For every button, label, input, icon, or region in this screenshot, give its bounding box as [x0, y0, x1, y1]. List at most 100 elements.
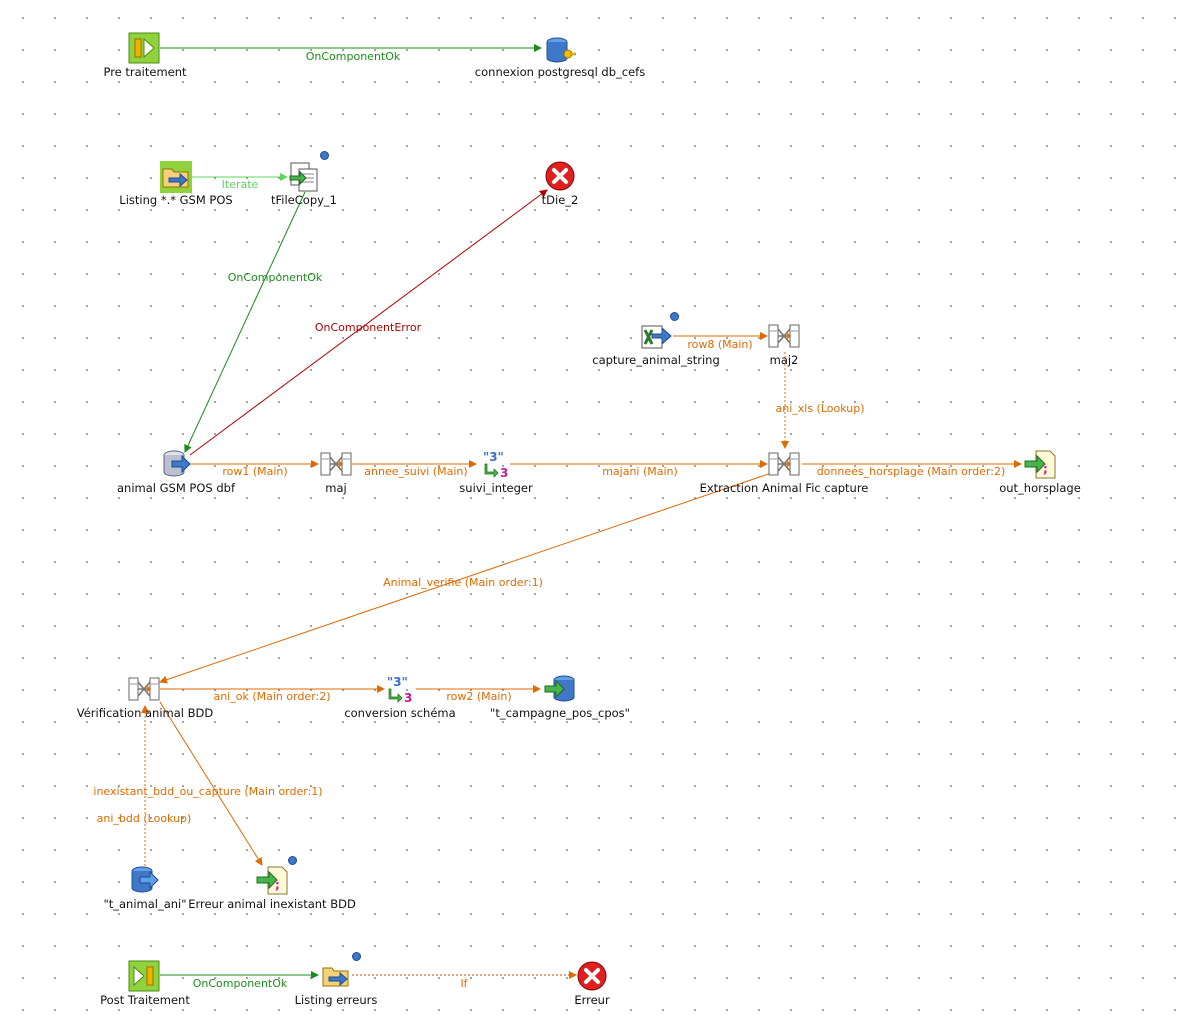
component-capture-animal[interactable] — [636, 312, 679, 356]
link-row2[interactable]: row2 (Main) — [416, 685, 541, 703]
link-annee-suivi[interactable]: annee_suivi (Main) — [352, 460, 477, 478]
component-label[interactable]: Listing *.* GSM POS — [119, 193, 233, 207]
component-t-animal-ani[interactable] — [124, 860, 164, 900]
info-badge-icon — [670, 312, 679, 321]
component-label[interactable]: tDie_2 — [541, 193, 579, 207]
component-listing-gsm[interactable] — [156, 157, 196, 197]
db-input-icon[interactable] — [128, 864, 160, 896]
component-label[interactable]: capture_animal_string — [592, 353, 720, 367]
svg-text:;: ; — [275, 878, 280, 892]
link-majani[interactable]: majani (Main) — [510, 460, 768, 478]
component-out-horsplage[interactable]: ; — [1020, 444, 1060, 484]
component-erreur[interactable] — [572, 956, 612, 996]
link-ani-xls[interactable]: ani_xls (Lookup) — [775, 352, 865, 449]
link-label-row2: row2 (Main) — [446, 690, 511, 703]
link-copy-ok[interactable]: OnComponentOk — [184, 191, 323, 453]
file-output-icon[interactable]: ; — [1024, 448, 1056, 480]
link-label-row1: row1 (Main) — [222, 465, 287, 478]
link-label-iterate: Iterate — [222, 178, 259, 191]
link-label-ani-xls: ani_xls (Lookup) — [775, 402, 864, 415]
info-badge-icon — [320, 151, 329, 160]
link-row8[interactable]: row8 (Main) — [673, 332, 768, 351]
file-output-icon[interactable]: ; — [256, 864, 288, 896]
file-copy-icon[interactable] — [288, 161, 320, 193]
db-output-icon[interactable] — [544, 673, 576, 705]
component-label[interactable]: animal GSM POS dbf — [116, 481, 236, 495]
link-label-pre-ok: OnComponentOk — [306, 50, 401, 63]
component-listing-erreurs[interactable] — [316, 952, 361, 996]
link-label-dbf-error: OnComponentError — [315, 321, 422, 334]
component-pre-traitement[interactable] — [124, 28, 164, 68]
file-list-icon[interactable] — [160, 161, 192, 193]
component-label[interactable]: Vérification animal BDD — [76, 706, 214, 720]
link-label-if: If — [460, 977, 468, 990]
component-t-campagne[interactable] — [540, 669, 580, 709]
svg-text:3: 3 — [404, 691, 412, 705]
svg-text:;: ; — [1043, 462, 1048, 476]
link-ani-bdd[interactable]: ani_bdd (Lookup) — [97, 705, 192, 866]
svg-text:"3": "3" — [483, 450, 504, 464]
link-listing-iterate[interactable]: Iterate — [192, 173, 288, 191]
info-badge-icon — [352, 952, 361, 961]
postjob-start-icon[interactable] — [128, 960, 160, 992]
component-tdie[interactable] — [540, 156, 580, 196]
link-inexistant[interactable]: inexistant_bdd_ou_capture (Main order:1) — [93, 701, 323, 866]
link-row1[interactable]: row1 (Main) — [190, 460, 319, 478]
component-animal-dbf[interactable] — [156, 444, 196, 484]
component-extraction[interactable] — [764, 444, 804, 484]
svg-text:3: 3 — [500, 466, 508, 480]
link-ani-ok[interactable]: ani_ok (Main order:2) — [160, 685, 385, 703]
tmap-icon[interactable] — [768, 320, 800, 352]
component-label[interactable]: Pre traitement — [103, 65, 187, 79]
component-label[interactable]: "t_campagne_pos_cpos" — [490, 706, 630, 720]
excel-input-icon[interactable] — [640, 320, 672, 352]
component-label[interactable]: connexion postgresql db_cefs — [474, 65, 646, 79]
component-connexion-db[interactable] — [540, 30, 580, 70]
tmap-icon[interactable] — [128, 673, 160, 705]
component-label[interactable]: Extraction Animal Fic capture — [699, 481, 869, 495]
component-suivi-integer[interactable]: "3" 3 — [476, 444, 516, 484]
convert-type-icon[interactable]: "3" 3 — [384, 673, 416, 705]
link-label-inexistant: inexistant_bdd_ou_capture (Main order:1) — [93, 785, 322, 798]
component-tfilecopy[interactable] — [284, 151, 329, 197]
link-if[interactable]: If — [352, 971, 577, 990]
component-maj2[interactable] — [764, 316, 804, 356]
link-dbf-error[interactable]: OnComponentError — [189, 189, 548, 456]
link-pre-to-connexion[interactable]: OnComponentOk — [160, 44, 542, 63]
dbf-input-icon[interactable] — [160, 448, 192, 480]
component-post-traitement[interactable] — [124, 956, 164, 996]
component-label[interactable]: "t_animal_ani" — [103, 897, 187, 911]
component-label[interactable]: conversion schéma — [344, 706, 456, 720]
component-verification[interactable] — [124, 669, 164, 709]
link-label-ani-bdd: ani_bdd (Lookup) — [97, 812, 192, 825]
component-label[interactable]: maj2 — [769, 353, 799, 367]
file-list-icon[interactable] — [320, 960, 352, 992]
component-label[interactable]: suivi_integer — [459, 481, 533, 495]
link-label-annee-suivi: annee_suivi (Main) — [364, 465, 467, 478]
tmap-icon[interactable] — [768, 448, 800, 480]
die-error-icon[interactable] — [576, 960, 608, 992]
svg-text:"3": "3" — [387, 675, 408, 689]
component-label[interactable]: tFileCopy_1 — [271, 193, 337, 207]
component-erreur-animal[interactable]: ; — [252, 856, 297, 900]
db-connection-icon[interactable] — [544, 34, 576, 66]
link-label-majani: majani (Main) — [602, 465, 678, 478]
component-label[interactable]: maj — [325, 481, 347, 495]
component-maj[interactable] — [316, 444, 356, 484]
component-label[interactable]: Erreur — [574, 993, 610, 1007]
die-error-icon[interactable] — [544, 160, 576, 192]
component-label[interactable]: Listing erreurs — [294, 993, 378, 1007]
link-horsplage[interactable]: donnees_horsplage (Main order:2) — [802, 460, 1022, 478]
link-label-horsplage: donnees_horsplage (Main order:2) — [817, 465, 1006, 478]
tmap-icon[interactable] — [320, 448, 352, 480]
link-post-ok[interactable]: OnComponentOk — [160, 971, 319, 990]
component-label[interactable]: out_horsplage — [999, 481, 1081, 495]
component-conversion[interactable]: "3" 3 — [380, 669, 420, 709]
link-animal-verifie[interactable]: Animal_verifie (Main order:1) — [159, 469, 781, 684]
component-label[interactable]: Erreur animal inexistant BDD — [188, 897, 356, 911]
prejob-start-icon[interactable] — [128, 32, 160, 64]
component-label[interactable]: Post Traitement — [100, 993, 190, 1007]
convert-type-icon[interactable]: "3" 3 — [480, 448, 512, 480]
